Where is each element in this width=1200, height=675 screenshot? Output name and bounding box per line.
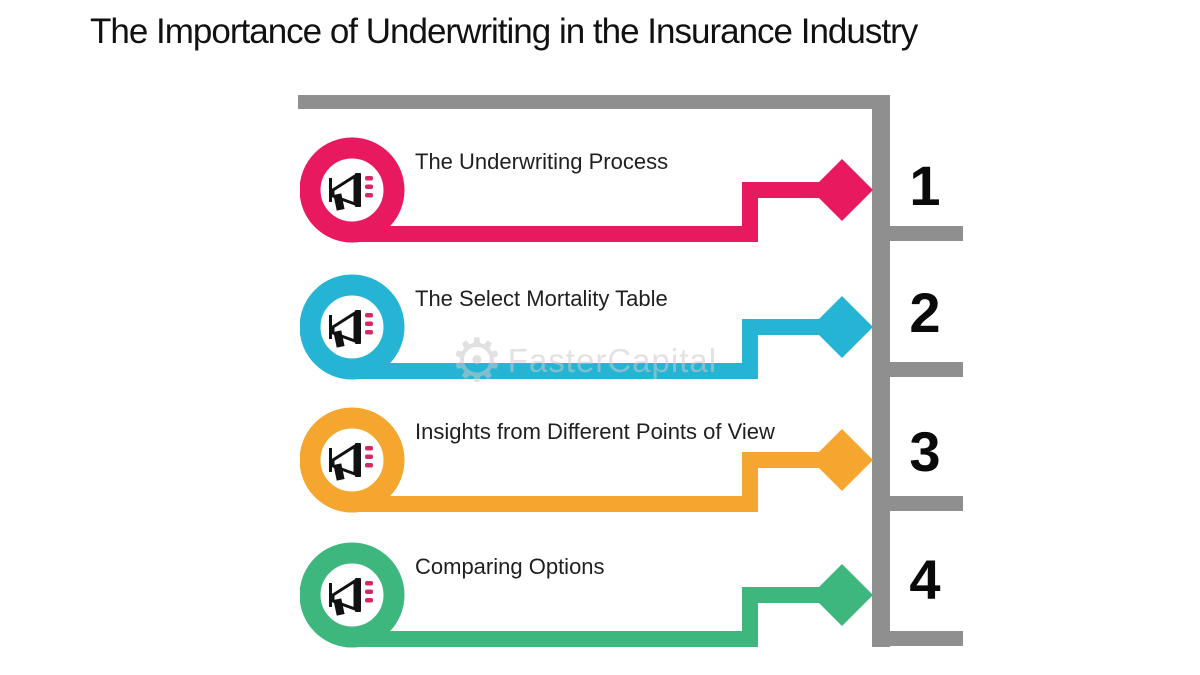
arrow-head xyxy=(811,296,873,358)
step-label: The Select Mortality Table xyxy=(415,286,668,311)
step-number: 2 xyxy=(909,281,941,344)
step-number: 1 xyxy=(909,154,941,217)
step-arrow-graphic xyxy=(300,407,873,513)
step-ring xyxy=(300,542,405,648)
frame-divider-4 xyxy=(872,631,963,646)
step-number: 3 xyxy=(909,420,941,483)
step-arrow-graphic xyxy=(300,274,873,380)
step-label: Insights from Different Points of View xyxy=(415,419,775,444)
step-ring xyxy=(300,274,405,380)
arrow-head xyxy=(811,429,873,491)
frame-top-bar xyxy=(298,95,890,109)
step-ring xyxy=(300,407,405,513)
frame-divider-2 xyxy=(872,362,963,377)
step-arrow-graphic xyxy=(300,542,873,648)
megaphone-icon xyxy=(329,443,373,481)
page-title: The Importance of Underwriting in the In… xyxy=(90,12,918,51)
step-arrow-graphic xyxy=(300,137,873,243)
step-label: Comparing Options xyxy=(415,554,605,579)
step-ring xyxy=(300,137,405,243)
megaphone-icon xyxy=(329,310,373,348)
frame-divider-1 xyxy=(872,226,963,241)
frame-divider-3 xyxy=(872,496,963,511)
megaphone-icon xyxy=(329,173,373,211)
arrow-head xyxy=(811,159,873,221)
megaphone-icon xyxy=(329,578,373,616)
step-number: 4 xyxy=(909,548,941,611)
arrow-head xyxy=(811,564,873,626)
step-label: The Underwriting Process xyxy=(415,149,669,174)
